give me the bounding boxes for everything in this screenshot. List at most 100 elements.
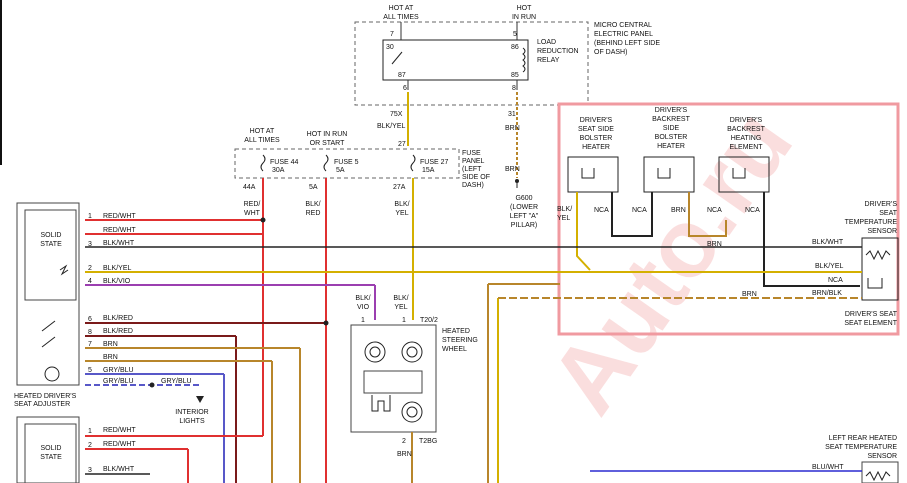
relay-switch-icon — [391, 51, 403, 65]
nca-4: NCA — [745, 207, 760, 214]
svg-text:BLK/VIO: BLK/VIO — [103, 278, 131, 285]
svg-text:RED/WHT: RED/WHT — [103, 427, 136, 434]
heater-coil-icon — [581, 168, 595, 179]
steering-blk-vio: BLK/VIO — [355, 295, 370, 311]
relay-pin-30: 30 — [386, 44, 394, 51]
brn-1: BRN — [671, 207, 686, 214]
svg-text:6: 6 — [88, 316, 92, 323]
fuse-27-label: FUSE 27 — [420, 159, 449, 166]
svg-text:BLK/WHT: BLK/WHT — [103, 466, 135, 473]
backrest-heating-element — [718, 156, 770, 193]
fuse-5-label: FUSE 5 — [334, 159, 359, 166]
heater-coil-icon — [657, 168, 671, 179]
svg-text:BRN: BRN — [103, 354, 118, 361]
heater-coil-icon — [401, 401, 423, 423]
wire-31: 31 — [508, 111, 516, 118]
conn-27a: 27A — [393, 184, 406, 191]
r-blk-wht: BLK/WHT — [812, 239, 844, 246]
svg-text:GRY/BLU: GRY/BLU — [103, 367, 134, 374]
svg-text:BLK/YEL: BLK/YEL — [103, 265, 132, 272]
fuse-44-icon — [260, 154, 266, 172]
wire-redwht-fuse: RED/WHT — [244, 201, 261, 217]
adjuster-pin-labels: 1 RED/WHT RED/WHT 3 BLK/WHT 2 BLK/YEL 4 … — [88, 213, 192, 385]
wire-27: 27 — [398, 141, 406, 148]
interior-lights-icon — [196, 396, 204, 403]
rear-sensor-box — [861, 461, 899, 483]
svg-text:GRY/BLU: GRY/BLU — [161, 378, 192, 385]
seat-adjuster-1 — [16, 202, 80, 386]
wire-brn-2: BRN — [505, 166, 520, 173]
svg-text:3: 3 — [88, 467, 92, 474]
steering-t2bg: T2BG — [419, 438, 437, 445]
steering-blk-yel: BLK/YEL — [393, 295, 408, 311]
rear-blu-wht: BLU/WHT — [812, 464, 844, 471]
relay-pin-8: 8 — [512, 85, 516, 92]
svg-text:2: 2 — [88, 265, 92, 272]
potentiometer-icon — [59, 264, 69, 276]
nca-3: NCA — [707, 207, 722, 214]
conn-44a: 44A — [243, 184, 256, 191]
nca-1: NCA — [594, 207, 609, 214]
temp-sensor-box — [861, 237, 899, 301]
wire-blkred-fuse: BLK/RED — [305, 201, 320, 217]
svg-text:GRY/BLU: GRY/BLU — [103, 378, 134, 385]
wire-brn: BRN — [505, 125, 520, 132]
fuse-5-icon — [323, 154, 329, 172]
relay-pin-7: 7 — [390, 31, 394, 38]
fuse-27-icon — [410, 154, 416, 172]
wire-blkyel-fuse: BLK/YEL — [394, 201, 409, 217]
relay-pin-86: 86 — [511, 44, 519, 51]
relay-panel-box — [354, 21, 589, 106]
r-blk-yel: BLK/YEL — [815, 263, 844, 270]
conn-5a: 5A — [309, 184, 318, 191]
svg-text:RED/WHT: RED/WHT — [103, 227, 136, 234]
wire-blk-yel-label: BLK/YEL — [377, 123, 406, 130]
switch-icon — [41, 320, 56, 332]
relay-coil-icon — [522, 47, 526, 73]
seat-adjuster-2 — [16, 416, 80, 483]
fuse-panel-box — [234, 148, 460, 179]
svg-text:7: 7 — [88, 341, 92, 348]
highlight-box — [557, 102, 900, 336]
steering-brn: BRN — [397, 451, 412, 458]
brn-3: BRN — [742, 291, 757, 298]
svg-text:1: 1 — [88, 428, 92, 435]
switch-icon — [41, 336, 56, 348]
steering-t20: T20/2 — [420, 317, 438, 324]
relay-pin-5: 5 — [513, 31, 517, 38]
fuse-44-label: FUSE 44 — [270, 159, 299, 166]
bolster-heater-element — [567, 156, 619, 193]
svg-text:1: 1 — [402, 317, 406, 324]
thermistor-icon — [865, 470, 891, 482]
svg-text:BLK/RED: BLK/RED — [103, 328, 133, 335]
heater-coil-icon — [732, 168, 746, 179]
relay-pin-85: 85 — [511, 72, 519, 79]
wire-75x: 75X — [390, 111, 403, 118]
r-nca: NCA — [828, 277, 843, 284]
heater-coil-icon — [401, 341, 423, 363]
svg-text:8: 8 — [88, 329, 92, 336]
svg-text:1: 1 — [361, 317, 365, 324]
heated-steering-wheel — [350, 324, 437, 433]
svg-text:2: 2 — [88, 442, 92, 449]
load-reduction-relay — [382, 39, 529, 81]
brn-2: BRN — [707, 241, 722, 248]
blk-yel-seat: BLK/YEL — [557, 206, 572, 222]
seat-motor-icon — [44, 366, 60, 382]
adjuster2-pin-labels: 1 RED/WHT 2 RED/WHT 3 BLK/WHT — [88, 427, 136, 474]
